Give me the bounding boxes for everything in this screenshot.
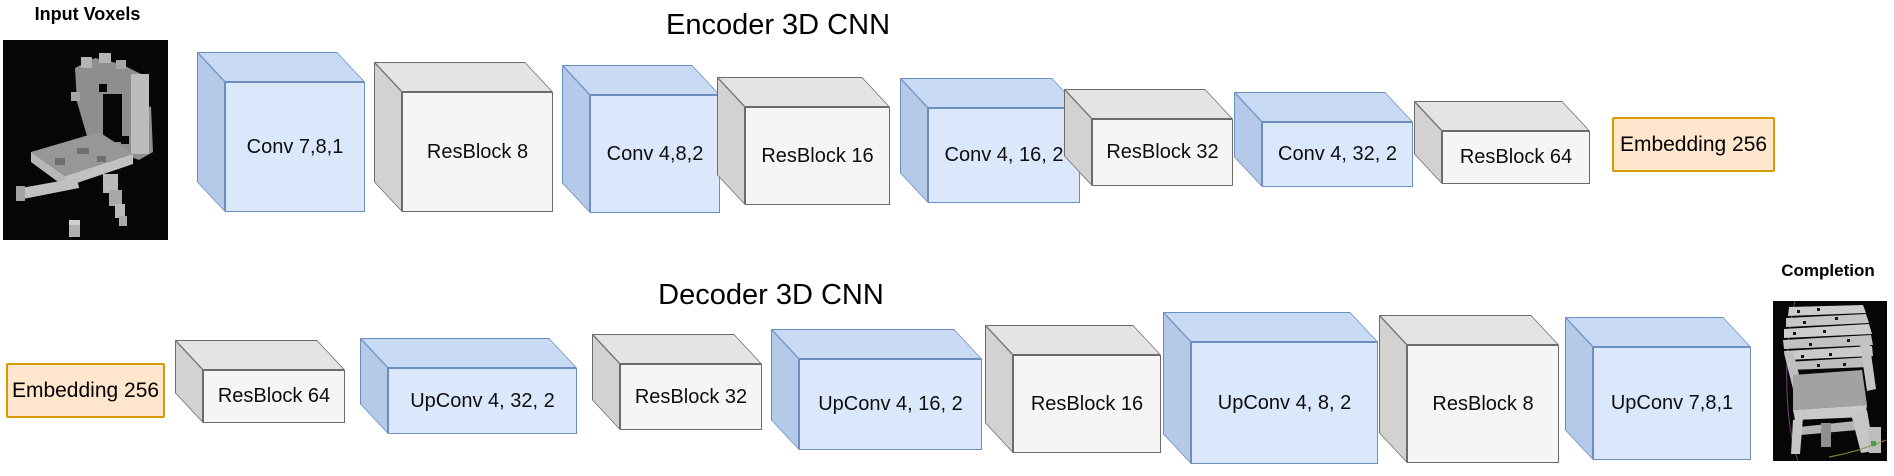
box-label: ResBlock 64 [1459, 146, 1573, 168]
cube-top-face [374, 62, 553, 92]
cube-top-face [1379, 315, 1559, 345]
box-label: ResBlock 32 [1106, 141, 1219, 163]
box-label: Conv 7,8,1 [246, 135, 344, 158]
decoder-embedding-badge: Embedding 256 [6, 363, 165, 418]
box-label: ResBlock 8 [426, 140, 529, 163]
cube-front-face: UpConv 4, 32, 2 [388, 368, 577, 434]
cube-top-face [197, 52, 365, 82]
box-label: ResBlock 16 [761, 144, 874, 167]
encoder-title: Encoder 3D CNN [665, 9, 891, 41]
box-label: ResBlock 32 [634, 385, 748, 408]
cube-top-face [900, 78, 1080, 108]
cube-front-face: UpConv 4, 8, 2 [1191, 342, 1378, 464]
input-voxels-label: Input Voxels [34, 4, 141, 24]
cube-front-face: ResBlock 64 [1442, 131, 1590, 184]
box-label: ResBlock 8 [1432, 392, 1534, 415]
box-label: UpConv 4, 8, 2 [1217, 391, 1352, 414]
box-label: UpConv 7,8,1 [1610, 392, 1734, 414]
cube-front-face: ResBlock 8 [402, 92, 553, 212]
cube-top-face [1163, 312, 1378, 342]
cube-top-face [562, 65, 720, 95]
box-label: ResBlock 16 [1030, 392, 1144, 415]
cube-top-face [717, 77, 890, 107]
cube-top-face [175, 340, 345, 370]
cube-top-face [985, 325, 1161, 355]
cube-front-face: ResBlock 16 [1013, 355, 1161, 453]
box-label: Conv 4, 32, 2 [1278, 143, 1397, 165]
voxel-chair-completed [1773, 301, 1887, 461]
box-label: Conv 4,8,2 [606, 142, 704, 165]
cube-front-face: ResBlock 8 [1407, 345, 1559, 463]
cube-top-face [1414, 101, 1590, 131]
cube-front-face: Conv 4, 16, 2 [928, 108, 1080, 203]
cube-front-face: ResBlock 32 [620, 364, 762, 430]
decoder-title: Decoder 3D CNN [658, 279, 884, 311]
box-label: UpConv 4, 16, 2 [818, 393, 963, 415]
cube-top-face [360, 338, 577, 368]
cube-front-face: ResBlock 64 [203, 370, 345, 423]
cube-top-face [1064, 89, 1233, 119]
box-label: Conv 4, 16, 2 [944, 144, 1064, 166]
cube-front-face: UpConv 4, 16, 2 [799, 359, 982, 450]
cube-front-face: UpConv 7,8,1 [1593, 347, 1751, 460]
cube-front-face: ResBlock 32 [1092, 119, 1233, 186]
cube-top-face [1234, 92, 1413, 122]
box-label: ResBlock 64 [217, 385, 331, 407]
cube-top-face [1565, 317, 1751, 347]
voxel-chair-partial [3, 40, 168, 240]
cube-front-face: Conv 7,8,1 [225, 82, 365, 212]
box-label: UpConv 4, 32, 2 [410, 389, 555, 412]
input-voxels-image [3, 40, 168, 240]
completion-image [1773, 301, 1887, 461]
encoder-embedding-badge: Embedding 256 [1612, 117, 1775, 172]
completion-label: Completion [1781, 261, 1875, 280]
cube-front-face: ResBlock 16 [745, 107, 890, 205]
cube-top-face [771, 329, 982, 359]
cube-top-face [592, 334, 762, 364]
cube-front-face: Conv 4,8,2 [590, 95, 720, 213]
cube-front-face: Conv 4, 32, 2 [1262, 122, 1413, 187]
